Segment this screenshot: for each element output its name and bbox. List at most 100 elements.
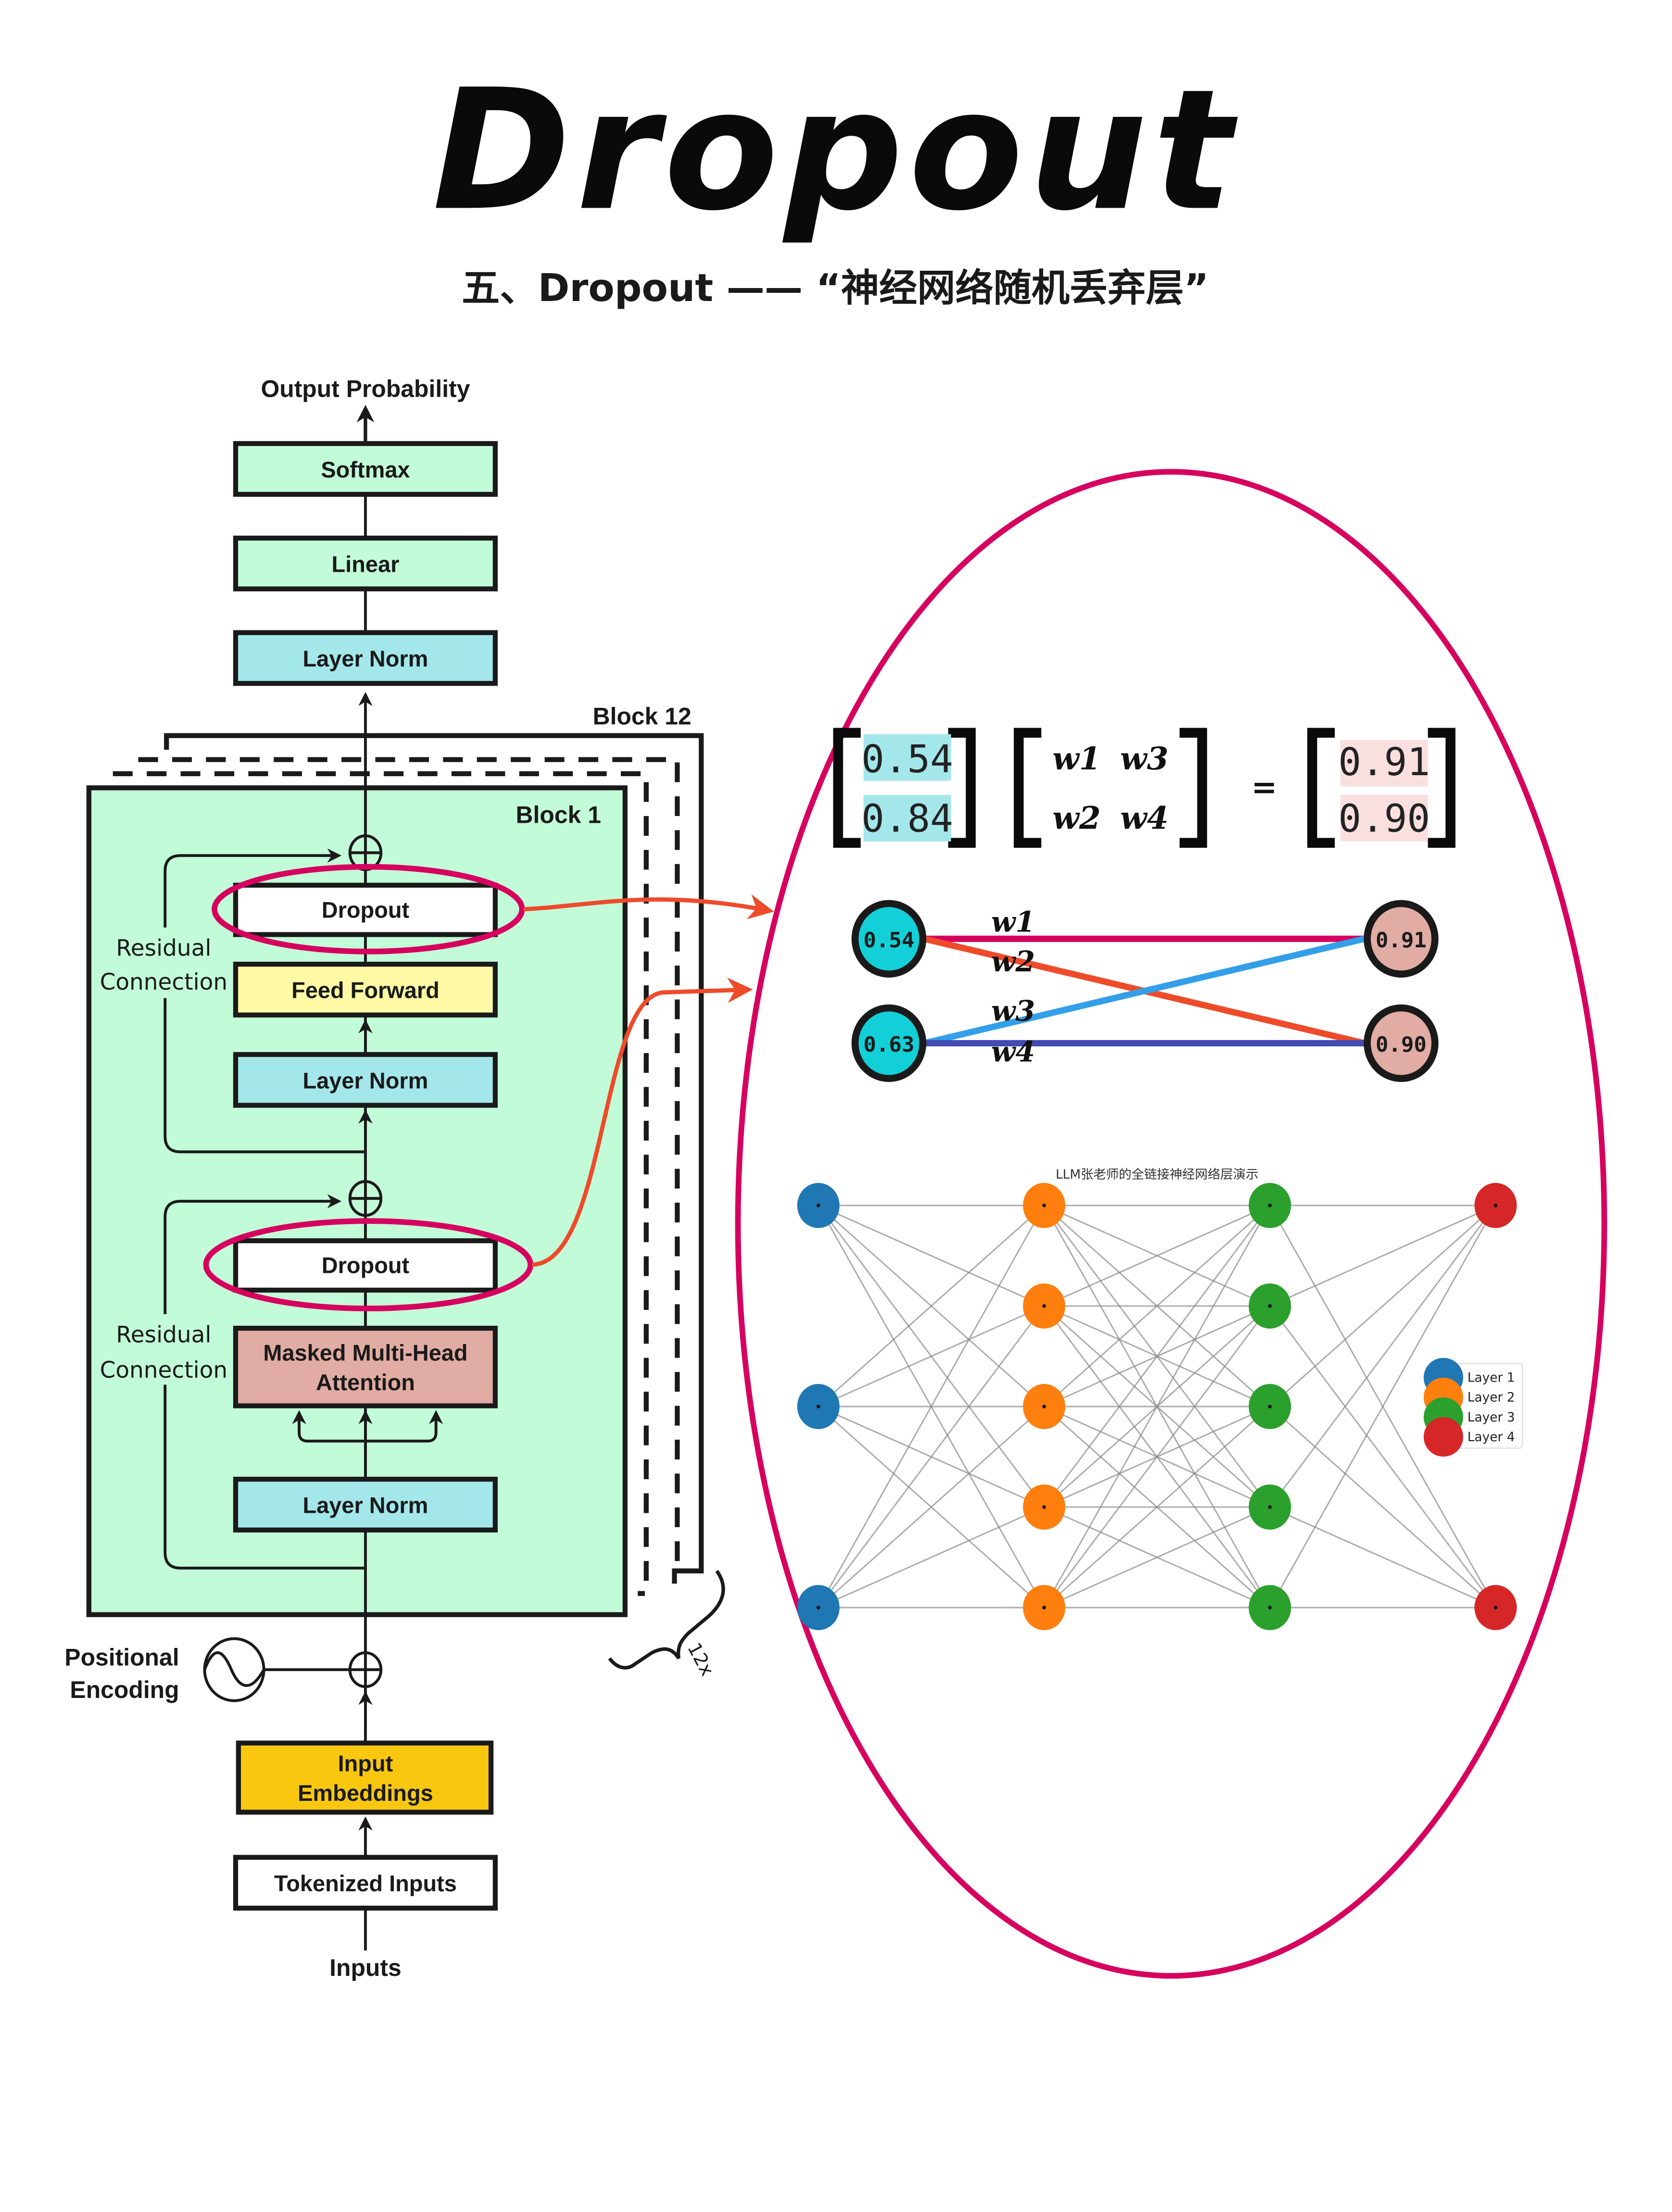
bracket bbox=[1179, 728, 1207, 848]
lower-layer-norm-label: Layer Norm bbox=[303, 1493, 428, 1518]
input-node-0: 0.54 bbox=[851, 900, 927, 978]
upper-sublayer: Residual Connection Dropout Feed Forward bbox=[99, 834, 525, 1154]
block-1: Block 1 Residual Connection Dropout bbox=[86, 691, 628, 1732]
output-node-0: 0.91 bbox=[1363, 900, 1439, 978]
bracket bbox=[948, 728, 976, 848]
fc-node-center bbox=[817, 1606, 820, 1609]
legend-label-1: Layer 1 bbox=[1468, 1370, 1515, 1385]
label-bg bbox=[99, 1314, 232, 1385]
page-title: Dropout bbox=[432, 53, 1239, 247]
fc-node-center bbox=[1268, 1505, 1272, 1509]
inputs-label: Inputs bbox=[329, 1954, 402, 1981]
block-middle-outline-a bbox=[138, 757, 680, 1571]
fc-edge bbox=[817, 1205, 1045, 1408]
fc-edge bbox=[1043, 1506, 1270, 1609]
tokenized-inputs-layer: Tokenized Inputs bbox=[233, 1855, 498, 1911]
upper-dropout-pointer bbox=[523, 894, 774, 919]
fc-node-center bbox=[1042, 1606, 1046, 1609]
positional-encoding: Positional Encoding bbox=[64, 1637, 383, 1703]
feed-forward-layer: Feed Forward bbox=[233, 961, 498, 1018]
block-stack: Block 12 bbox=[113, 703, 704, 1596]
input-node-1-value: 0.63 bbox=[864, 1032, 915, 1057]
fc-edge bbox=[818, 1506, 1044, 1609]
qkv-arrows bbox=[292, 1410, 443, 1478]
embedding-add-node bbox=[348, 1651, 383, 1688]
lower-dropout-highlight bbox=[203, 1218, 534, 1311]
upper-dropout-label: Dropout bbox=[322, 897, 410, 922]
output-cell-bg bbox=[1340, 795, 1428, 842]
fc-legend: Layer 1 Layer 2 Layer 3 Layer 4 bbox=[1423, 1357, 1523, 1457]
fc-node-center bbox=[1268, 1606, 1272, 1609]
weight-w2: w2 bbox=[1053, 800, 1101, 836]
upper-residual-path bbox=[163, 848, 365, 1154]
output-value-0: 0.91 bbox=[1338, 740, 1430, 784]
block-12-outline bbox=[164, 733, 704, 1584]
lower-add-node bbox=[348, 1180, 383, 1217]
final-layer-norm: Layer Norm bbox=[233, 630, 498, 686]
upper-layer-norm-label: Layer Norm bbox=[303, 1068, 428, 1093]
softmax-layer: Softmax bbox=[233, 441, 498, 497]
lower-residual-label-1: Residual bbox=[116, 1321, 211, 1348]
fc-edge bbox=[817, 1306, 1045, 1608]
fc-node-center bbox=[1042, 1204, 1046, 1207]
upper-residual-label-1: Residual bbox=[116, 935, 211, 962]
lower-dropout-label: Dropout bbox=[322, 1253, 410, 1278]
fc-node-center bbox=[817, 1405, 820, 1408]
positional-label-1: Positional bbox=[64, 1644, 179, 1671]
fc-node-center bbox=[817, 1204, 820, 1207]
fc-edge bbox=[818, 1205, 1044, 1307]
fc-edge bbox=[1043, 1205, 1270, 1408]
fc-edge bbox=[1270, 1205, 1496, 1307]
fc-edge bbox=[1043, 1406, 1270, 1609]
edge-label-w4: w4 bbox=[991, 1035, 1035, 1068]
bracket bbox=[833, 728, 861, 848]
fc-edge bbox=[1269, 1306, 1496, 1608]
input-value-1: 0.84 bbox=[861, 796, 953, 841]
lower-dropout-layer: Dropout bbox=[233, 1238, 498, 1293]
feed-forward-label: Feed Forward bbox=[291, 978, 440, 1003]
fc-node-center bbox=[1494, 1204, 1498, 1207]
weight-w3: w3 bbox=[1120, 741, 1168, 777]
embeddings-label-2: Embeddings bbox=[298, 1781, 433, 1806]
mini-network: w1 w2 w3 w4 0.54 0.63 0.91 0.90 bbox=[851, 900, 1439, 1082]
output-probability-label: Output Probability bbox=[261, 376, 470, 402]
fc-edge bbox=[817, 1205, 1045, 1608]
fc-node-center bbox=[1494, 1606, 1498, 1609]
masked-attention-layer: Masked Multi-Head Attention bbox=[233, 1325, 498, 1408]
block-middle-outline-b bbox=[113, 771, 649, 1596]
embeddings-label-1: Input bbox=[338, 1751, 393, 1776]
edge-w3 bbox=[923, 935, 1365, 1046]
legend-label-2: Layer 2 bbox=[1468, 1390, 1515, 1405]
weight-w4: w4 bbox=[1120, 800, 1168, 836]
lower-dropout-pointer bbox=[532, 977, 753, 1267]
fc-nodes bbox=[797, 1182, 1517, 1631]
output-node-0-value: 0.91 bbox=[1376, 928, 1427, 953]
transformer-architecture: Output Probability Softmax Linear Layer … bbox=[64, 376, 774, 1981]
linear-label: Linear bbox=[332, 552, 400, 577]
fc-node-center bbox=[1268, 1304, 1272, 1308]
lower-layer-norm: Layer Norm bbox=[233, 1476, 498, 1533]
page-subtitle: 五、Dropout —— “神经网络随机丢弃层” bbox=[462, 265, 1209, 310]
positional-label-2: Encoding bbox=[70, 1676, 179, 1703]
lower-residual-label-2: Connection bbox=[100, 1357, 228, 1383]
upper-dropout-highlight bbox=[212, 864, 525, 955]
legend-label-4: Layer 4 bbox=[1468, 1430, 1515, 1445]
linear-layer: Linear bbox=[233, 535, 498, 591]
legend-swatch-4 bbox=[1423, 1417, 1463, 1457]
upper-dropout-layer: Dropout bbox=[233, 882, 498, 937]
fc-edge bbox=[818, 1305, 1044, 1408]
fc-node-center bbox=[1268, 1204, 1272, 1207]
output-node-1-value: 0.90 bbox=[1376, 1032, 1427, 1057]
fc-node-center bbox=[1268, 1405, 1272, 1408]
bracket bbox=[1014, 728, 1042, 848]
upper-layer-norm: Layer Norm bbox=[233, 1052, 498, 1108]
legend-label-3: Layer 3 bbox=[1468, 1410, 1515, 1425]
bracket bbox=[1307, 728, 1335, 848]
input-node-1: 0.63 bbox=[851, 1004, 927, 1082]
input-value-0: 0.54 bbox=[861, 737, 953, 781]
input-cell-bg bbox=[863, 795, 951, 842]
tokenized-label: Tokenized Inputs bbox=[274, 1871, 457, 1896]
edge-label-w1: w1 bbox=[991, 905, 1035, 939]
fc-edge bbox=[1043, 1205, 1271, 1608]
